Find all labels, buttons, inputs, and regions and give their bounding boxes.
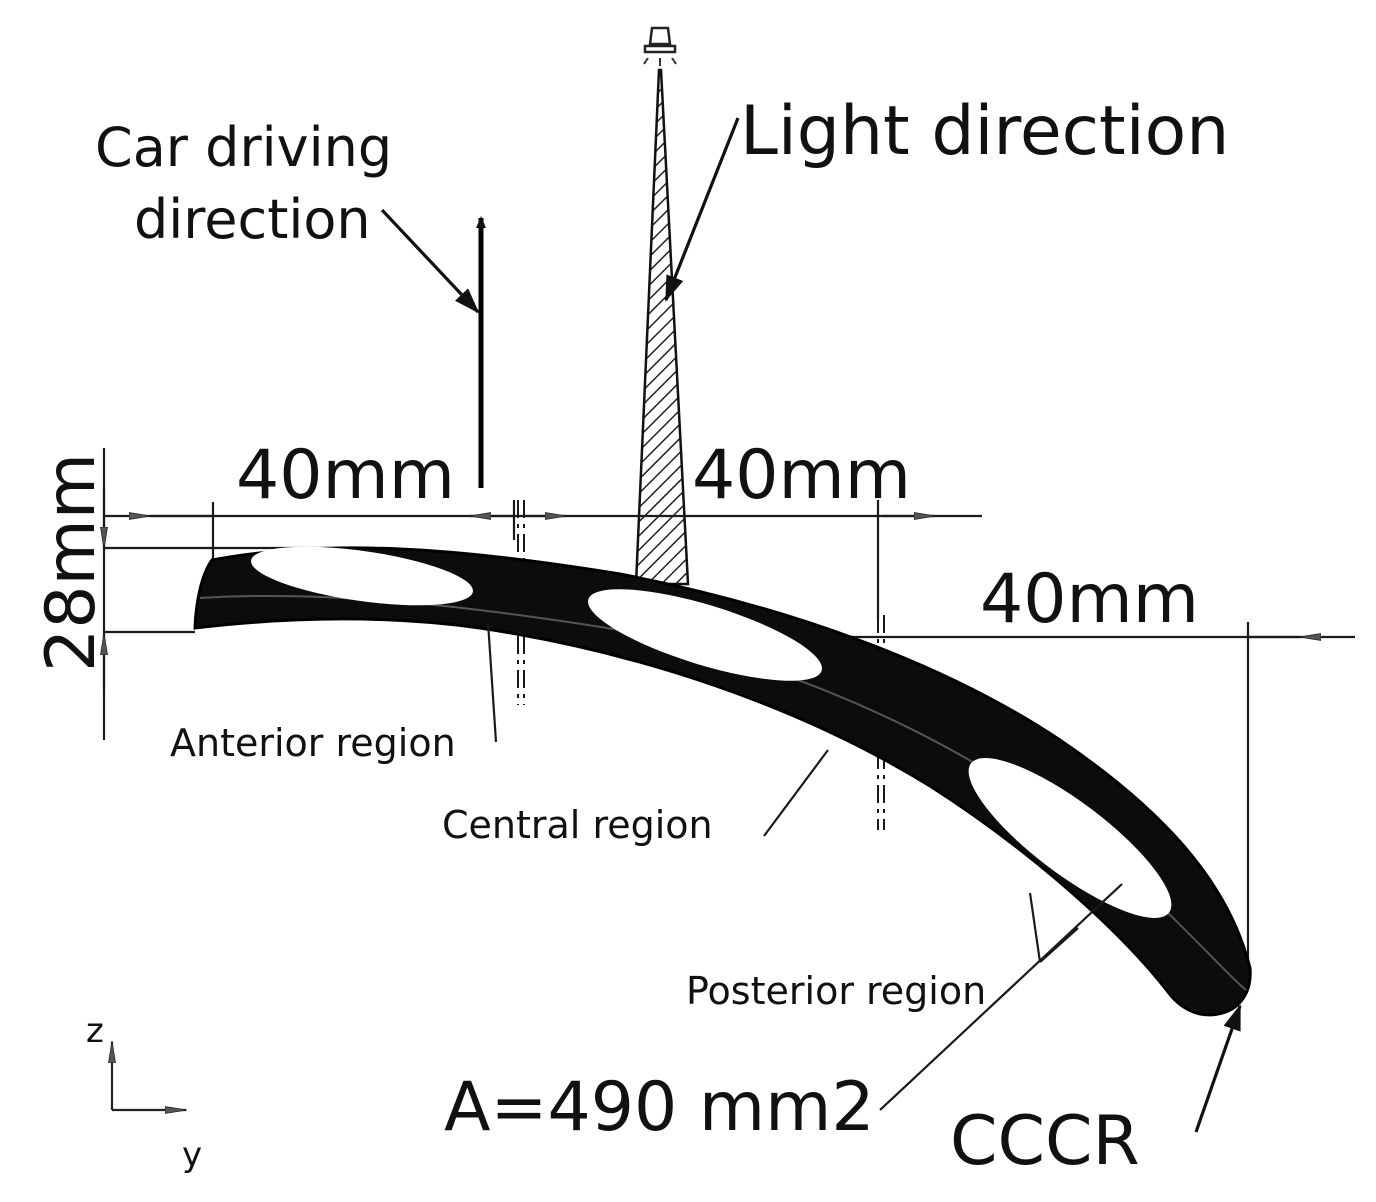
posterior-region-label: Posterior region (686, 969, 986, 1013)
lamp-icon (643, 26, 677, 66)
anterior-region-label: Anterior region (170, 721, 456, 765)
central-region-label: Central region (442, 803, 713, 847)
part-cross-section (193, 546, 1252, 1017)
hole-anterior (251, 546, 473, 606)
light-direction-label: Light direction (740, 92, 1229, 171)
hole-posterior (968, 758, 1172, 918)
axis-indicator: z y (86, 1011, 202, 1175)
dimension-40mm-left: 40mm (236, 436, 455, 515)
dimension-28mm: 28mm (32, 453, 111, 672)
light-beam (634, 68, 690, 586)
hole-central (588, 589, 822, 681)
leader-lines (380, 117, 1242, 1133)
axis-y-label: y (182, 1135, 202, 1175)
car-driving-label-line1: Car driving (95, 116, 392, 179)
area-label: A=490 mm2 (444, 1068, 875, 1147)
dimension-40mm-middle: 40mm (692, 436, 911, 515)
cccr-label: CCCR (950, 1102, 1140, 1181)
dimension-40mm-right: 40mm (980, 560, 1199, 639)
car-driving-label-line2: direction (134, 188, 371, 251)
axis-z-label: z (86, 1011, 104, 1051)
